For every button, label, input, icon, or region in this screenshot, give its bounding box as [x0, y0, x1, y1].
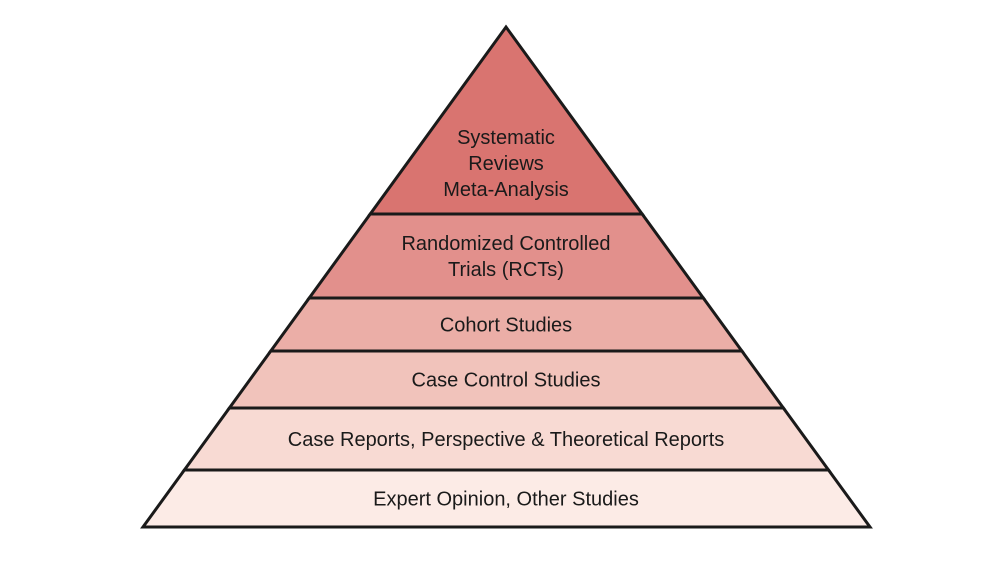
pyramid-tiers	[140, 24, 873, 529]
pyramid-tier-3-label-line: Cohort Studies	[440, 315, 572, 337]
pyramid-tier-2	[306, 212, 707, 300]
pyramid-tier-4-label: Case Control Studies	[412, 370, 601, 392]
pyramid-tier-4-label-line: Case Control Studies	[412, 370, 601, 392]
pyramid-tier-3-label: Cohort Studies	[440, 315, 572, 337]
pyramid-tier-1-label-line: Reviews	[468, 153, 544, 175]
pyramid-tier-2-label-line: Trials (RCTs)	[448, 259, 564, 281]
pyramid-tier-6-label-line: Expert Opinion, Other Studies	[373, 489, 639, 511]
pyramid-tier-6	[140, 468, 873, 529]
pyramid-tier-1-label-line: Systematic	[457, 127, 555, 149]
pyramid-tier-2-label-line: Randomized Controlled	[401, 233, 610, 255]
pyramid-tier-1-label-line: Meta-Analysis	[443, 179, 569, 201]
pyramid-tier-5-label-line: Case Reports, Perspective & Theoretical …	[288, 429, 725, 451]
pyramid-tier-5-label: Case Reports, Perspective & Theoretical …	[288, 429, 725, 451]
pyramid-tier-6-label: Expert Opinion, Other Studies	[373, 489, 639, 511]
